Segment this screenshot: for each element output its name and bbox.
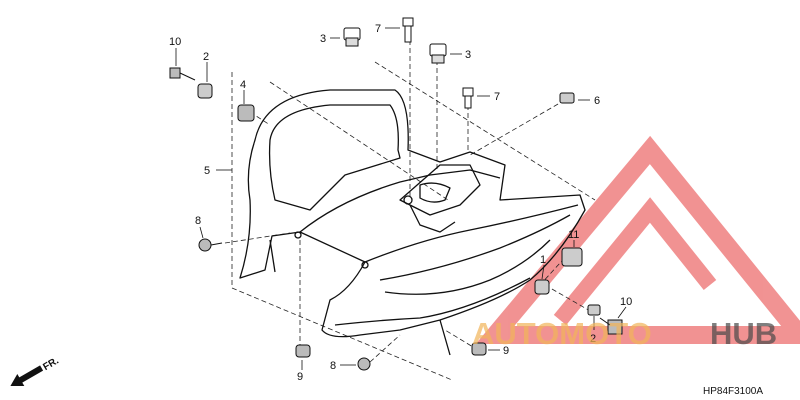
rear-fender — [239, 89, 586, 356]
watermark-word-right: HUB — [710, 316, 777, 351]
callout-10a: 10 — [169, 36, 181, 48]
callout-2b: 2 — [590, 333, 596, 345]
bolt-part-7b — [462, 87, 474, 109]
clip-part-11 — [561, 247, 583, 267]
callout-5: 5 — [204, 165, 210, 177]
callout-6: 6 — [594, 95, 600, 107]
callout-10b: 10 — [620, 296, 632, 308]
clip-part-9a — [295, 344, 311, 358]
callout-9b: 9 — [503, 345, 509, 357]
front-direction-indicator: FR. — [10, 355, 61, 387]
diagram-code: HP84F3100A — [703, 386, 763, 397]
collar-part-2b — [587, 304, 601, 316]
bolt-part-10b — [599, 317, 623, 335]
front-arrow-icon — [10, 365, 44, 387]
hardware-parts — [169, 17, 623, 371]
nut-part-6 — [559, 92, 575, 104]
collar-part-1 — [534, 279, 550, 295]
callout-3b: 3 — [465, 49, 471, 61]
watermark-text: AUTOMOTO HUB — [472, 316, 777, 351]
callout-7b: 7 — [494, 91, 500, 103]
front-label: FR. — [41, 355, 61, 373]
callout-8a: 8 — [195, 215, 201, 227]
collar-part-2a — [197, 83, 213, 99]
callout-4: 4 — [240, 79, 246, 91]
clip-part-4 — [237, 104, 255, 122]
callout-3a: 3 — [320, 33, 326, 45]
clip-part-9b — [471, 342, 487, 356]
callout-2a: 2 — [203, 51, 209, 63]
screw-part-8b — [357, 357, 371, 371]
callout-7a: 7 — [375, 23, 381, 35]
assembly-outline — [224, 40, 596, 381]
callout-1: 1 — [540, 254, 546, 266]
nut-part-3b — [429, 43, 447, 64]
callout-numbers: 10 2 4 5 8 3 7 3 7 6 11 1 10 2 9 8 9 — [169, 23, 632, 383]
bolt-part-7a — [402, 17, 414, 43]
nut-part-3a — [343, 27, 361, 47]
callout-8b: 8 — [330, 360, 336, 372]
bolt-part-10a — [169, 67, 196, 81]
callout-11: 11 — [568, 229, 579, 241]
watermark-logo — [475, 135, 800, 344]
watermark-word-left: AUTOMOTO — [472, 316, 652, 351]
callout-9a: 9 — [297, 371, 303, 383]
screw-part-8a — [198, 238, 223, 252]
callout-leaders — [175, 27, 627, 370]
